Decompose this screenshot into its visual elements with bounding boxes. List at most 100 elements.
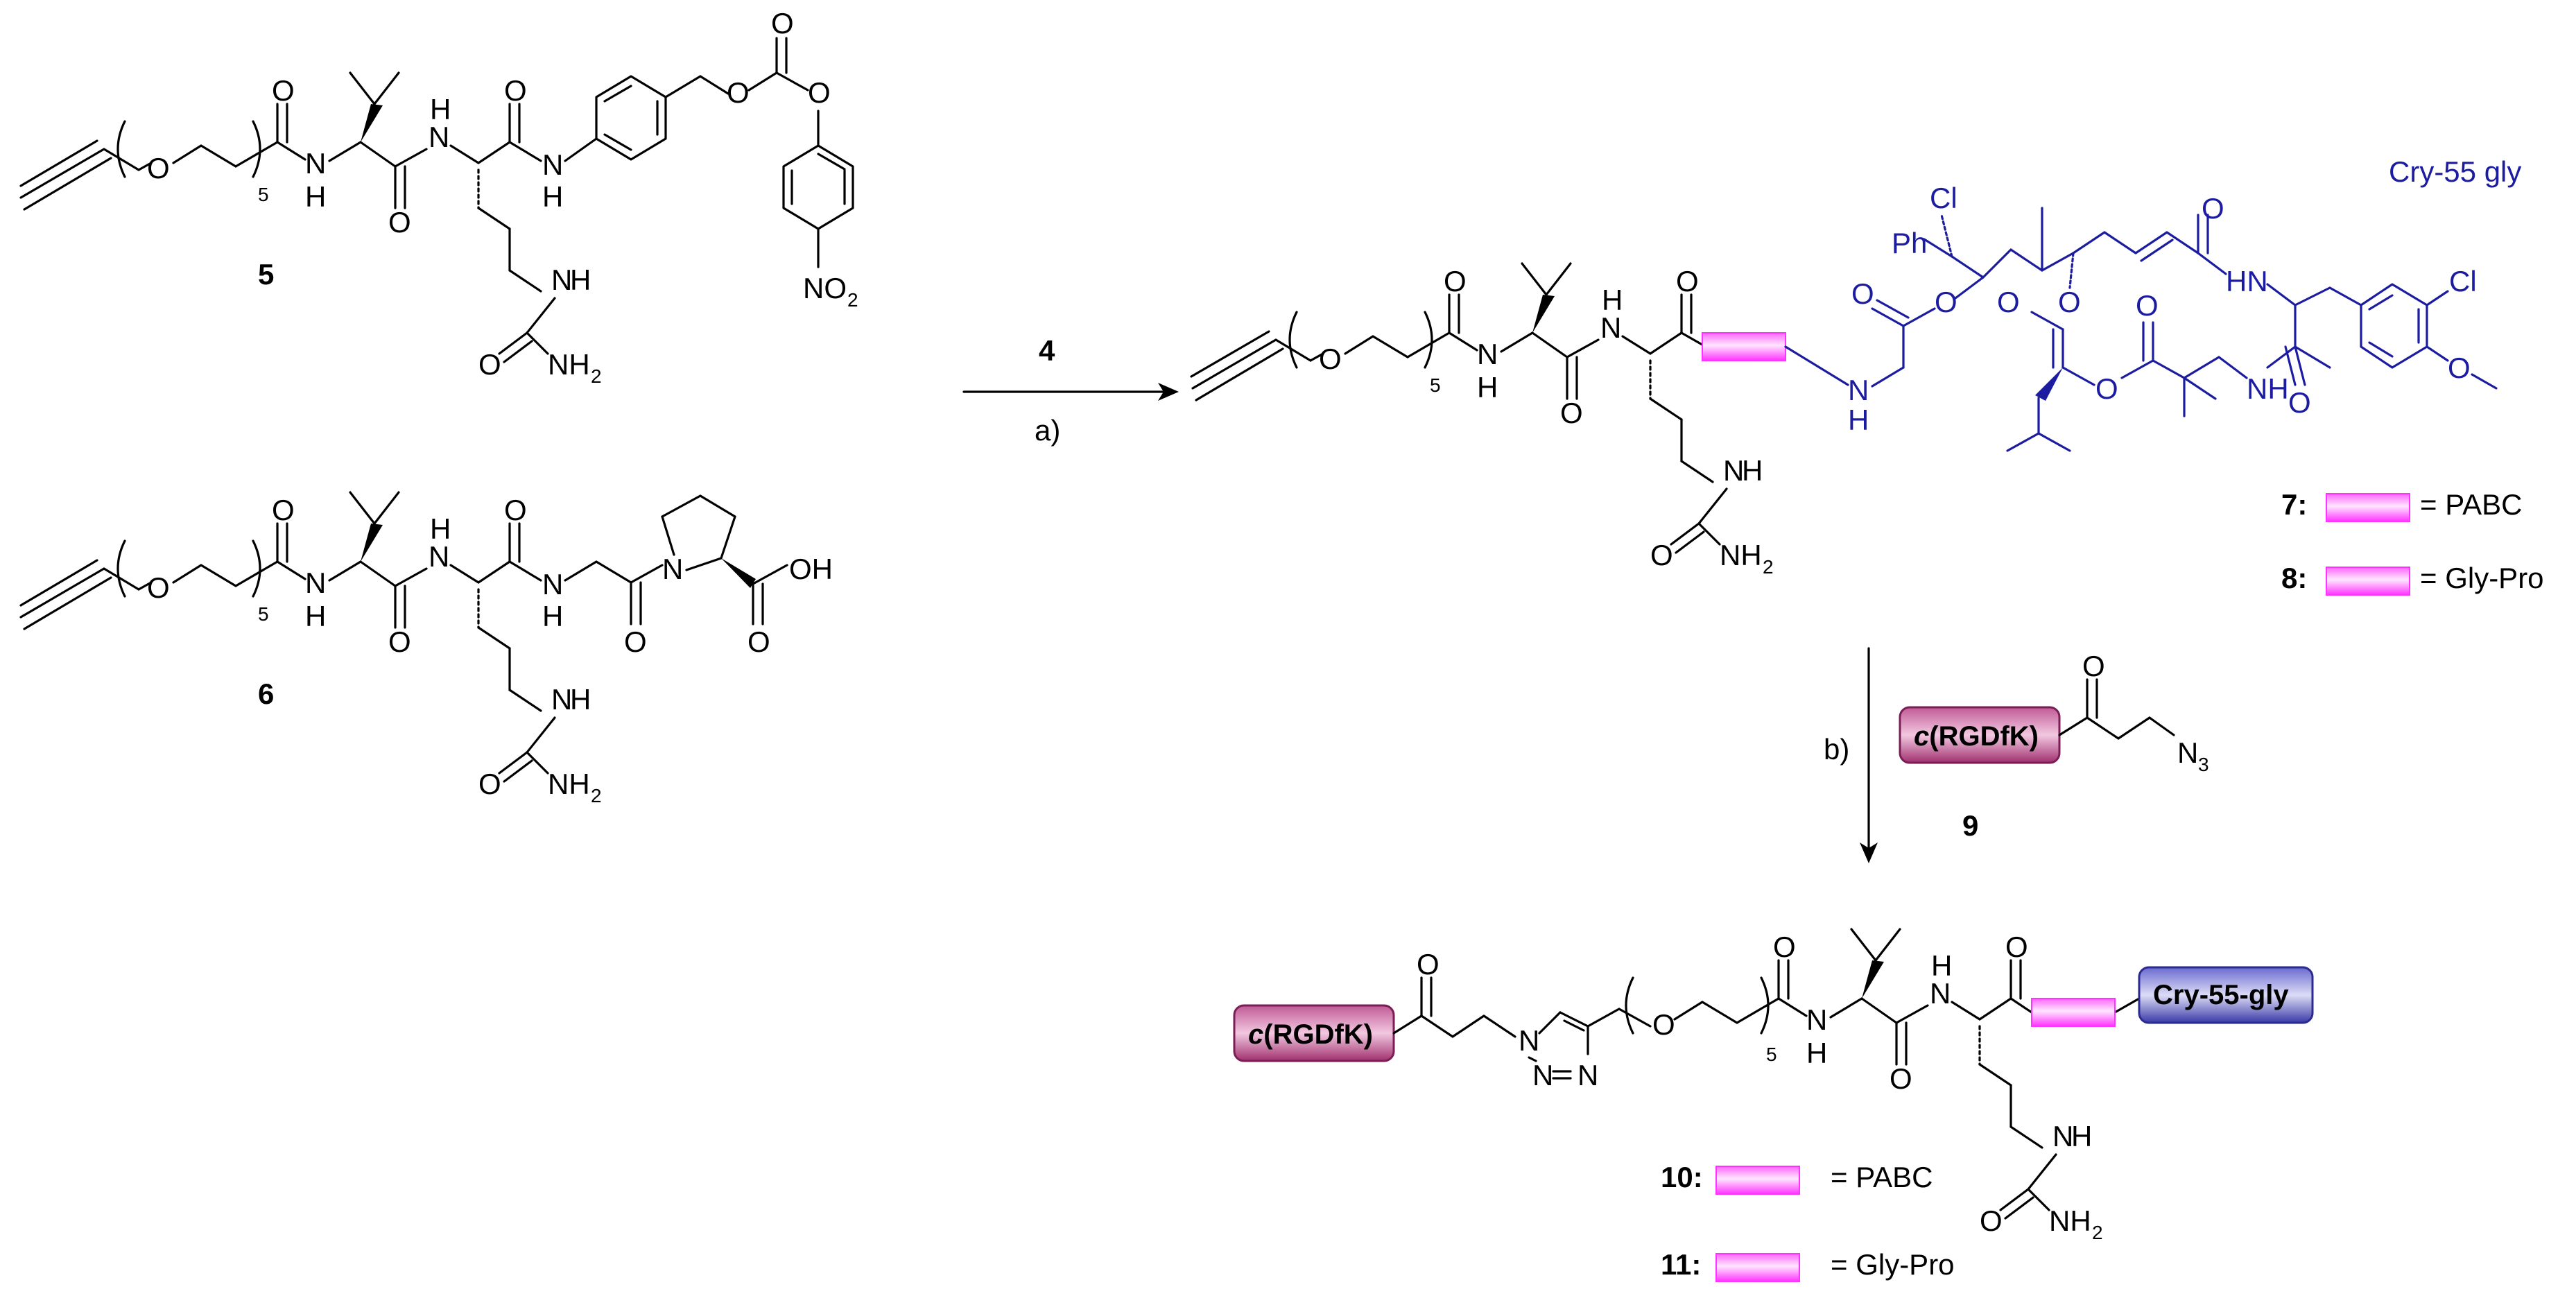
cry55-gly-structure: N H O O Cl Ph O O HN: [1784, 182, 2498, 452]
svg-text:N: N: [429, 540, 449, 573]
legend-10-num: 10:: [1661, 1161, 1703, 1193]
svg-text:N: N: [1519, 1024, 1539, 1057]
peg-repeat-count-10: 5: [1766, 1044, 1777, 1065]
svg-text:O: O: [1980, 1204, 2003, 1237]
crgdfk-italic-9: c: [1914, 721, 1929, 752]
svg-text:NH: NH: [1720, 539, 1762, 571]
compound-7-8-structure: O 5 O N H O N H O N H O: [1190, 262, 1774, 578]
svg-text:O: O: [1652, 1008, 1675, 1041]
linker-box-10-11: [2031, 998, 2116, 1027]
svg-text:O: O: [1319, 343, 1342, 375]
peg-repeat-count-7: 5: [1430, 374, 1441, 396]
reaction-arrow-a: [962, 383, 1179, 401]
cry55-gly-caption: Cry-55 gly: [2389, 155, 2521, 188]
svg-text:H: H: [2071, 1120, 2092, 1152]
crgdfk-rest-9: (RGDfK): [1929, 721, 2039, 752]
svg-text:2: 2: [591, 365, 602, 387]
legend-7-num: 7:: [2281, 488, 2307, 521]
compound-6-label: 6: [258, 677, 274, 710]
svg-text:O: O: [2058, 286, 2081, 318]
svg-text:NH: NH: [548, 768, 590, 800]
svg-text:2: 2: [591, 785, 602, 806]
svg-text:N: N: [305, 147, 326, 180]
svg-text:O: O: [624, 625, 647, 658]
linker-box-7-8: [1702, 332, 1786, 361]
legend-11-num: 11:: [1661, 1248, 1701, 1281]
step-a-label: a): [1035, 414, 1060, 447]
svg-text:O: O: [1650, 539, 1673, 571]
svg-text:NH: NH: [2247, 372, 2289, 405]
svg-text:N: N: [542, 148, 563, 181]
svg-text:c(RGDfK): c(RGDfK): [1248, 1019, 1373, 1050]
svg-text:H: H: [542, 180, 563, 213]
svg-text:O: O: [147, 152, 170, 184]
svg-text:O: O: [2095, 372, 2118, 405]
compound-6-structure: O 5 O N H O N H O N H N H: [19, 491, 833, 806]
svg-text:H: H: [1931, 949, 1952, 982]
legend-7-8: 7: = PABC 8: = Gly-Pro: [2281, 488, 2544, 596]
svg-text:O: O: [771, 7, 794, 40]
legend-10-box: [1715, 1166, 1800, 1195]
svg-text:N: N: [429, 121, 449, 153]
svg-text:O: O: [2288, 386, 2311, 419]
svg-text:O: O: [478, 768, 501, 800]
svg-text:N: N: [1600, 311, 1621, 344]
svg-text:2: 2: [847, 289, 858, 311]
svg-text:O: O: [272, 494, 295, 526]
legend-10-text: = PABC: [1831, 1161, 1933, 1193]
svg-text:O: O: [147, 571, 170, 604]
legend-8-num: 8:: [2281, 562, 2307, 594]
cry55-gly-box-label: Cry-55-gly: [2153, 980, 2289, 1010]
svg-text:O: O: [2448, 352, 2471, 384]
svg-text:NH: NH: [2049, 1204, 2091, 1237]
svg-text:H: H: [430, 512, 451, 545]
legend-10-11: 10: = PABC 11: = Gly-Pro: [1661, 1161, 1955, 1282]
svg-text:N: N: [1806, 1003, 1827, 1036]
legend-11-box: [1715, 1253, 1800, 1282]
svg-text:H: H: [570, 683, 591, 716]
svg-text:2: 2: [1763, 556, 1774, 578]
svg-text:NO: NO: [803, 272, 847, 304]
svg-text:O: O: [1997, 286, 2020, 318]
reagent-4-label: 4: [1039, 334, 1055, 367]
svg-text:N: N: [305, 567, 326, 599]
peg-repeat-count-6: 5: [258, 603, 269, 625]
svg-text:O: O: [272, 74, 295, 107]
compound-5-structure: O 5 O N H O N H O N H N: [19, 7, 858, 387]
svg-text:HN: HN: [2226, 265, 2268, 297]
svg-text:O: O: [388, 206, 411, 239]
svg-text:N: N: [1477, 338, 1498, 370]
svg-text:N: N: [1532, 1059, 1553, 1091]
svg-text:H: H: [542, 600, 563, 632]
svg-text:O: O: [1935, 286, 1957, 318]
crgdfk-rest-10: (RGDfK): [1263, 1019, 1373, 1050]
svg-text:N: N: [2052, 1120, 2073, 1152]
svg-text:O: O: [1417, 948, 1440, 980]
svg-text:N: N: [551, 263, 572, 296]
svg-text:O: O: [727, 76, 750, 109]
svg-text:N: N: [551, 683, 572, 716]
compound-5-label: 5: [258, 258, 274, 291]
svg-text:Cl: Cl: [1930, 182, 1957, 214]
svg-text:N: N: [2177, 736, 2198, 769]
svg-text:O: O: [808, 76, 831, 109]
svg-text:O: O: [1676, 265, 1699, 297]
svg-text:O: O: [388, 625, 411, 658]
compound-9-label: 9: [1962, 809, 1978, 842]
svg-text:O: O: [1890, 1062, 1912, 1095]
svg-text:N: N: [1848, 374, 1869, 406]
legend-7-text: = PABC: [2420, 488, 2522, 521]
compound-10-11-structure: c(RGDfK) O N N N O 5 O N H: [1233, 928, 2141, 1243]
svg-text:O: O: [2136, 289, 2159, 322]
peg-repeat-count: 5: [258, 184, 269, 205]
cry55-gly-box: [2138, 966, 2314, 1024]
svg-text:O: O: [504, 74, 527, 107]
svg-text:H: H: [305, 180, 326, 213]
svg-text:2: 2: [2092, 1222, 2103, 1243]
svg-text:N: N: [1723, 454, 1744, 487]
svg-text:H: H: [1477, 371, 1498, 404]
svg-text:N: N: [1577, 1059, 1598, 1091]
svg-text:O: O: [504, 494, 527, 526]
svg-text:H: H: [1742, 454, 1763, 487]
